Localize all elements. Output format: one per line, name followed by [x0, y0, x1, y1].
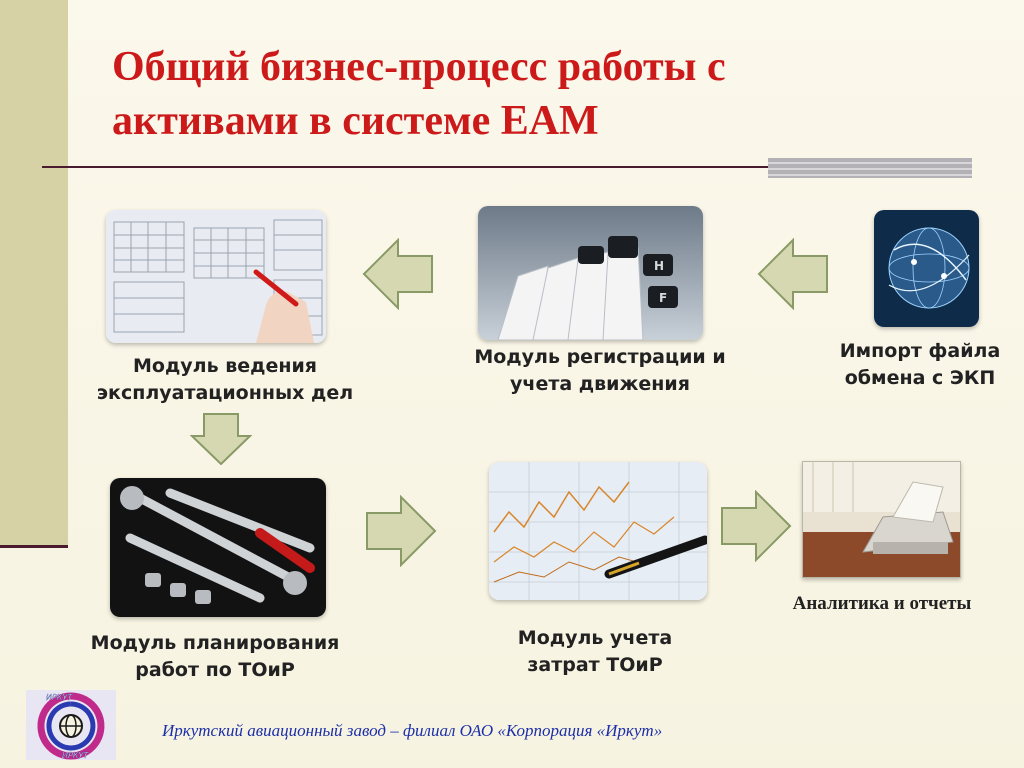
wrench-tools-image [110, 478, 326, 617]
arrow-left-2 [757, 238, 828, 310]
node-planning-module-label: Модуль планирования работ по ТОиР [90, 632, 340, 681]
node-ops-module-label: Модуль ведения эксплуатационных дел [96, 355, 354, 404]
sidebar-bar [0, 0, 68, 545]
arrow-down [190, 413, 252, 466]
calendar-image [106, 210, 326, 343]
printer-image [802, 461, 961, 578]
sidebar-divider [0, 545, 68, 548]
title-rule [42, 166, 972, 168]
chart-with-pen-image [489, 462, 707, 600]
svg-text:F: F [659, 291, 667, 305]
irkut-logo-icon: ИРКУТ ИРКУТ [26, 690, 116, 760]
slide-title: Общий бизнес-процесс работы с активами в… [112, 44, 726, 144]
node-registration-module-label: Модуль регистрации и учета движения [474, 346, 726, 395]
file-cabinet-image: H F [478, 206, 703, 340]
arrow-right-1 [366, 495, 437, 567]
svg-text:H: H [654, 259, 664, 273]
title-accent-bar [768, 158, 972, 178]
node-import-label: Импорт файла обмена с ЭКП [839, 340, 1001, 389]
node-analytics-label: Аналитика и отчеты [792, 593, 972, 614]
svg-text:ИРКУТ: ИРКУТ [46, 693, 73, 702]
node-cost-module-label: Модуль учета затрат ТОиР [517, 627, 673, 676]
arrow-left-1 [362, 238, 433, 310]
svg-text:ИРКУТ: ИРКУТ [62, 751, 89, 760]
footer-company-text: Иркутский авиационный завод – филиал ОАО… [162, 721, 663, 740]
arrow-right-2 [721, 490, 792, 562]
globe-network-image [874, 210, 979, 327]
